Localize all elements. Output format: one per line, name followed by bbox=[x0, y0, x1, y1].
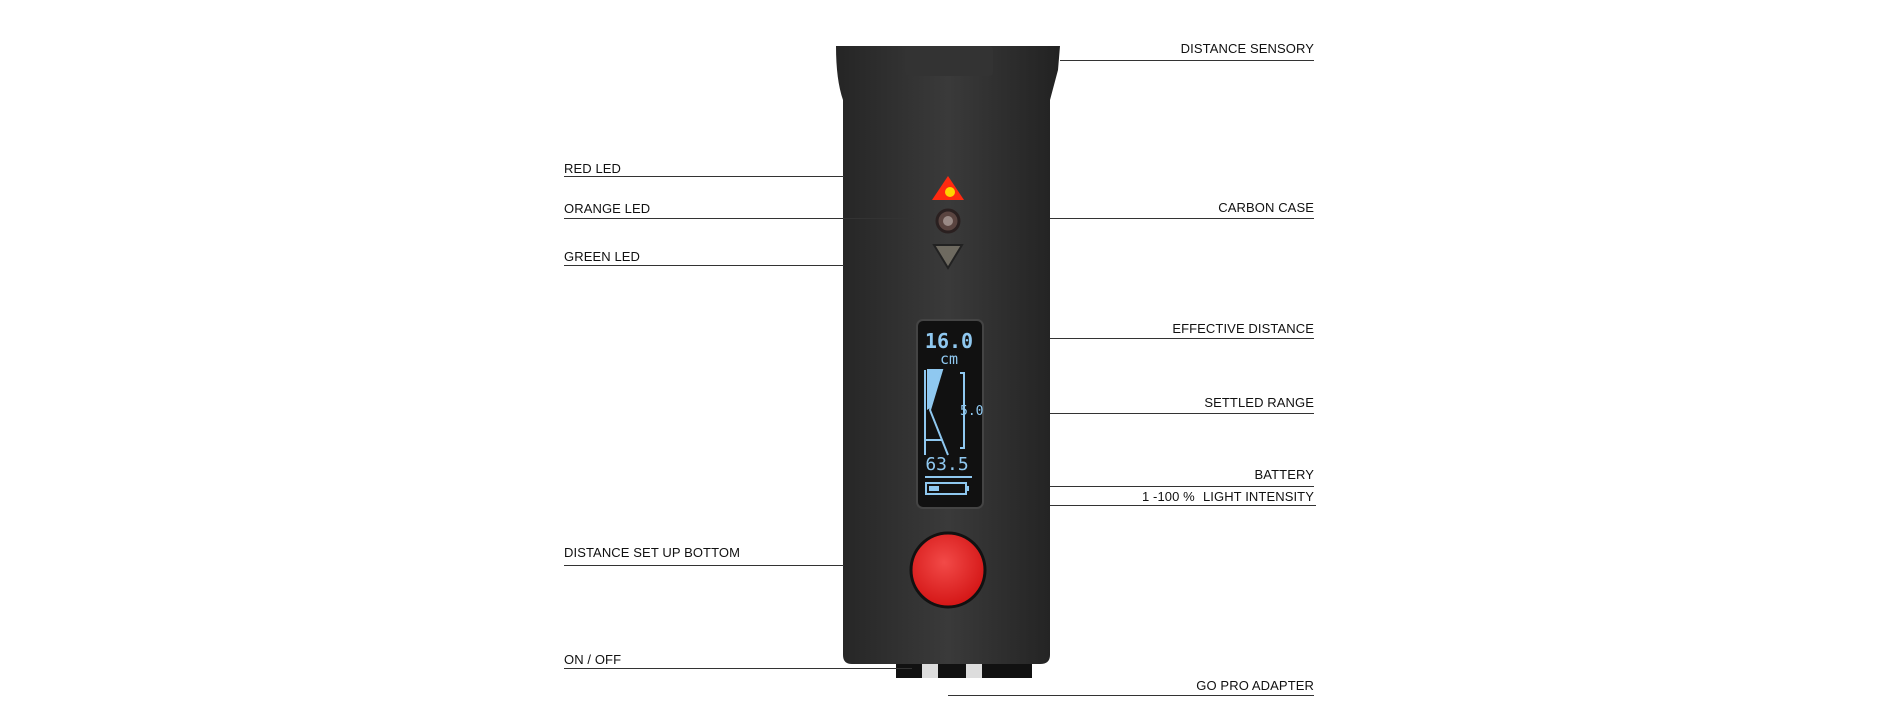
label-orange-led: ORANGE LED bbox=[564, 201, 651, 216]
oled-screen bbox=[916, 319, 984, 509]
label-red-led: RED LED bbox=[564, 161, 622, 176]
battery-fill bbox=[929, 486, 939, 491]
label-carbon-case: CARBON CASE bbox=[1218, 200, 1314, 215]
light-intensity-range: 1 -100 % bbox=[1142, 489, 1195, 504]
settled-range-value: 5.0 bbox=[960, 404, 983, 419]
distance-sensor bbox=[905, 46, 993, 76]
green-led-icon bbox=[932, 244, 964, 270]
leader-red-led bbox=[564, 176, 844, 177]
range-graphic bbox=[924, 369, 965, 456]
leader-settled-range bbox=[1050, 413, 1314, 414]
leader-light-intensity bbox=[1050, 505, 1316, 506]
leader-on-off bbox=[564, 668, 912, 669]
label-light-intensity: LIGHT INTENSITY bbox=[1202, 489, 1314, 504]
leader-orange-led bbox=[564, 218, 914, 219]
leader-battery bbox=[1050, 486, 1314, 487]
label-effective-distance: EFFECTIVE DISTANCE bbox=[1172, 321, 1314, 336]
label-distance-sensory: DISTANCE SENSORY bbox=[1180, 41, 1314, 56]
label-on-off: ON / OFF bbox=[564, 652, 622, 667]
light-intensity-value: 63.5 bbox=[925, 454, 968, 475]
label-distance-set-up-bottom: DISTANCE SET UP BOTTOM bbox=[564, 545, 741, 560]
label-battery: BATTERY bbox=[1254, 467, 1314, 482]
label-settled-range: SETTLED RANGE bbox=[1204, 395, 1314, 410]
distance-set-up-button[interactable] bbox=[909, 531, 987, 609]
leader-go-pro-adapter bbox=[948, 695, 1314, 696]
leader-distance-set-up-bottom bbox=[564, 565, 844, 566]
distance-unit: cm bbox=[940, 350, 958, 368]
label-green-led: GREEN LED bbox=[564, 249, 641, 264]
leader-effective-distance bbox=[1050, 338, 1314, 339]
label-go-pro-adapter: GO PRO ADAPTER bbox=[1196, 678, 1314, 693]
leader-distance-sensory bbox=[1060, 60, 1314, 61]
leader-carbon-case bbox=[1050, 218, 1314, 219]
leader-green-led bbox=[564, 265, 844, 266]
effective-distance-value: 16.0 bbox=[925, 329, 973, 353]
